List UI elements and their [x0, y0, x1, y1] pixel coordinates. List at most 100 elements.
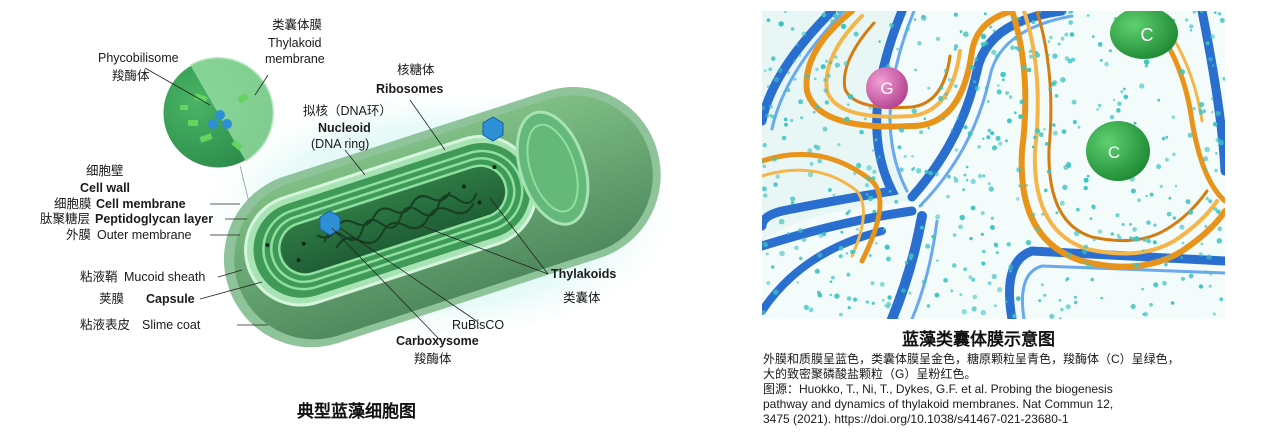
glycogen-granule [1209, 273, 1212, 276]
thylakoid-membranes [762, 11, 1225, 270]
glycogen-granule [762, 310, 766, 315]
glycogen-granule [926, 304, 931, 308]
glycogen-granule [970, 205, 976, 211]
glycogen-granule [779, 250, 785, 257]
thylakoid-layer-2 [270, 157, 516, 284]
outer-membrane-label-zh: 外膜 [66, 228, 92, 242]
glycogen-granule [1129, 222, 1132, 226]
glycogen-granule [982, 249, 986, 254]
glycogen-granule [1043, 128, 1046, 131]
glycogen-granule [868, 106, 872, 110]
glycogen-granule [1146, 220, 1151, 225]
glycogen-granule [905, 26, 911, 32]
glycogen-granule [953, 44, 959, 49]
carboxysome-1 [1110, 11, 1178, 59]
glycogen-granule [972, 294, 978, 300]
glycogen-granule [882, 228, 885, 232]
glycogen-granule [969, 64, 975, 70]
glycogen-granule [915, 168, 922, 174]
glycogen-granule [775, 174, 780, 179]
glycogen-granule [894, 199, 899, 204]
glycogen-granule [1153, 223, 1157, 227]
glycogen-granule [1206, 254, 1212, 260]
glycogen-granule [911, 108, 917, 114]
glycogen-granule [790, 27, 795, 31]
glycogen-granule [888, 189, 892, 193]
carboxysome-1-label: C [1141, 25, 1154, 45]
glycogen-granule [1172, 216, 1177, 220]
glycogen-granule [889, 22, 894, 28]
glycogen-granule [1097, 229, 1103, 234]
glycogen-granule [1072, 119, 1077, 125]
ribosomes [265, 165, 497, 263]
glycogen-granule [794, 245, 799, 251]
glycogen-granule [1217, 226, 1223, 232]
glycogen-granule [1161, 136, 1166, 141]
glycogen-granule [885, 256, 891, 262]
glycogen-granule [1006, 118, 1012, 124]
glycogen-granule [798, 99, 804, 105]
glycogen-granule [987, 281, 992, 286]
glycogen-granule [871, 176, 876, 181]
glycogen-granule [1121, 223, 1125, 226]
glycogen-granule [829, 61, 833, 65]
glycogen-granule [888, 117, 892, 122]
glycogen-granule [943, 277, 948, 283]
glycogen-granule [799, 256, 803, 261]
glycogen-granule [903, 154, 907, 158]
mucoid-sheath-label: Mucoid sheath [124, 270, 206, 284]
glycogen-granule [1166, 211, 1172, 217]
glycogen-granule [796, 281, 799, 284]
glycogen-granule [896, 47, 899, 51]
glycogen-granule [874, 242, 878, 245]
glycogen-granule [840, 23, 847, 30]
glycogen-granule [773, 182, 778, 187]
nucleoid-label: Nucleoid [318, 121, 371, 135]
cyanobacteria-cell-figure: Phycobilisome 羧酶体 类囊体膜 Thylakoid membran… [40, 18, 690, 421]
glycogen-granule [871, 301, 875, 305]
glycogen-granule [935, 214, 941, 220]
glycogen-granule [838, 21, 842, 24]
glycogen-granule [766, 281, 771, 285]
glycogen-granule [1130, 188, 1136, 194]
glycogen-granule [920, 203, 924, 207]
glycogen-granule [940, 86, 944, 90]
glycogen-granule [991, 49, 997, 55]
glycogen-granule [1005, 300, 1008, 303]
glycogen-granule [1164, 157, 1169, 162]
glycogen-granule [825, 59, 828, 63]
glycogen-granule [1115, 213, 1120, 218]
glycogen-granule [1149, 192, 1154, 197]
glycogen-granule [840, 230, 844, 234]
glycogen-granule [1083, 261, 1087, 264]
glycogen-granule [1133, 236, 1140, 242]
glycogen-granule [1071, 99, 1077, 105]
peptidoglycan-label: Peptidoglycan layer [95, 212, 214, 226]
glycogen-granule [801, 237, 807, 243]
glycogen-granule [1213, 11, 1217, 14]
glycogen-granule [1168, 196, 1172, 200]
glycogen-granule [823, 78, 827, 82]
glycogen-granule [1052, 123, 1056, 127]
glycogen-granule [830, 19, 835, 24]
glycogen-granule [1092, 35, 1095, 38]
glycogen-granule [871, 149, 875, 152]
glycogen-granule [1189, 29, 1193, 32]
glycogen-granule [1012, 313, 1017, 319]
glycogen-granule [983, 12, 987, 16]
glycogen-granule [954, 84, 958, 88]
glycogen-granule [1188, 273, 1194, 279]
glycogen-granule [1067, 58, 1073, 64]
glycogen-granule [1092, 238, 1096, 242]
glycogen-granule [1002, 78, 1005, 82]
glycogen-granule [904, 260, 909, 265]
glycogen-granule [843, 61, 849, 66]
glycogen-granule [1044, 142, 1049, 146]
glycogen-granule [790, 118, 794, 123]
glycogen-granule [1179, 69, 1185, 75]
glycogen-granule [965, 165, 969, 169]
glycogen-granule [1209, 34, 1215, 40]
nucleoid-sub-label: (DNA ring) [311, 137, 370, 151]
glycogen-granule [1100, 296, 1103, 300]
glycogen-granule [787, 232, 790, 235]
